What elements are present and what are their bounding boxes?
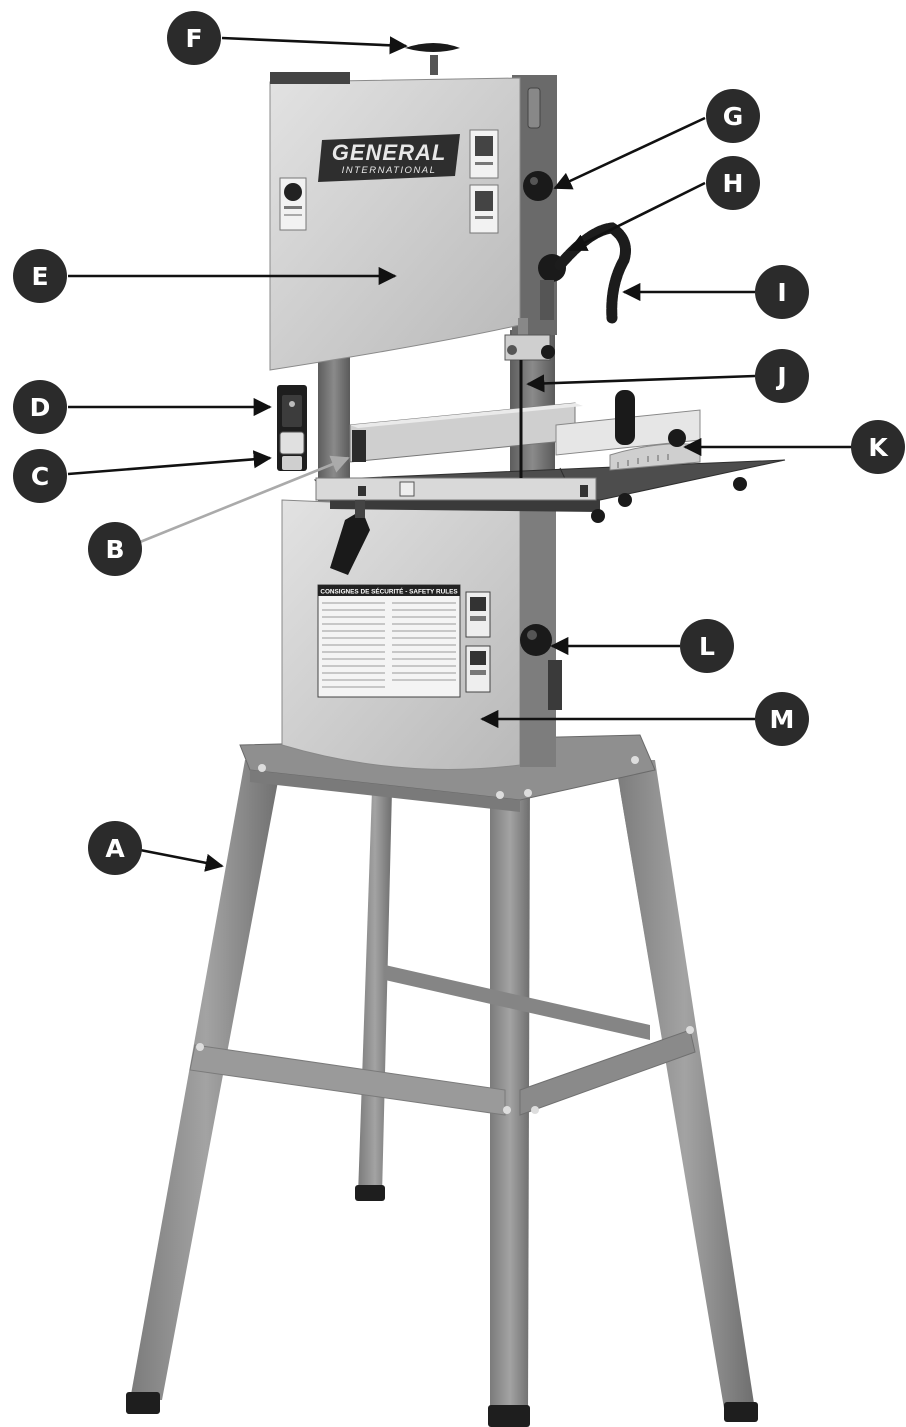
safety-rules-title: CONSIGNES DE SÉCURITÉ - SAFETY RULES (320, 587, 458, 596)
stand-front-leg-right (615, 760, 755, 1410)
callout-g: G (706, 89, 760, 143)
stand-front-leg-center (490, 775, 530, 1415)
callout-c: C (13, 449, 67, 503)
callout-j: J (755, 349, 809, 403)
callout-m: M (755, 692, 809, 746)
stand-brace-back (385, 965, 650, 1040)
callout-line-g (553, 116, 706, 190)
callout-f: F (167, 11, 221, 65)
callout-l: L (680, 619, 734, 673)
power-switch-box (277, 385, 307, 471)
svg-text:E: E (31, 262, 48, 291)
flexible-lamp[interactable] (554, 222, 631, 324)
svg-text:L: L (699, 632, 715, 661)
callout-k: K (851, 420, 905, 474)
warning-sticker (469, 129, 499, 234)
callout-line-a (139, 848, 224, 872)
brand-logo: GENERAL INTERNATIONAL (318, 134, 460, 182)
callout-badges: A B C D E F G H (13, 11, 905, 875)
brand-logo-top: GENERAL (332, 140, 447, 165)
callout-d: D (13, 380, 67, 434)
callout-i: I (755, 265, 809, 319)
stand (126, 734, 758, 1427)
power-switch[interactable] (279, 431, 305, 455)
callout-h: H (706, 156, 760, 210)
stand-foot (488, 1405, 530, 1427)
stand-front-leg-left (130, 760, 282, 1400)
miter-gauge-handle[interactable] (615, 390, 635, 445)
svg-text:I: I (777, 278, 786, 307)
stand-foot (126, 1392, 160, 1414)
miter-gauge[interactable] (555, 390, 701, 471)
lower-wheel-tension-knob[interactable] (520, 624, 552, 656)
svg-text:G: G (723, 102, 744, 131)
blade-guard (518, 318, 528, 348)
svg-text:A: A (105, 834, 125, 863)
svg-text:C: C (31, 462, 49, 491)
blade-tension-handle[interactable] (405, 43, 460, 75)
callout-lines (67, 36, 852, 872)
upper-cabinet: GENERAL INTERNATIONAL (269, 43, 631, 371)
svg-text:K: K (868, 433, 889, 462)
stand-brace-front (189, 1044, 506, 1116)
safety-rules-panel: CONSIGNES DE SÉCURITÉ - SAFETY RULES (317, 584, 461, 698)
stand-foot (355, 1185, 385, 1201)
svg-text:H: H (723, 169, 744, 198)
callout-e: E (13, 249, 67, 303)
safety-key[interactable] (282, 456, 302, 470)
svg-text:M: M (770, 705, 795, 734)
fence-rail (315, 477, 597, 501)
miter-gauge-knob[interactable] (668, 429, 686, 447)
callout-line-c (67, 450, 272, 476)
blade-guide-assembly (504, 318, 555, 478)
svg-text:F: F (185, 24, 202, 53)
lower-cabinet: CONSIGNES DE SÉCURITÉ - SAFETY RULES (281, 499, 562, 770)
svg-text:B: B (105, 535, 124, 564)
callout-a: A (88, 821, 142, 875)
svg-text:D: D (30, 393, 51, 422)
warning-sticker (279, 177, 307, 231)
callout-line-b (139, 455, 350, 544)
fence-lock-handle[interactable] (330, 510, 370, 575)
svg-text:J: J (775, 362, 786, 391)
blade-tracking-knob[interactable] (523, 171, 553, 201)
callout-line-f (221, 36, 408, 55)
work-table (313, 390, 786, 575)
stand-brace-right (519, 1029, 696, 1116)
callout-b: B (88, 522, 142, 576)
callout-line-j (526, 374, 756, 393)
stand-foot (724, 1402, 758, 1422)
stand-back-leg-left (358, 790, 392, 1195)
callout-line-h (568, 181, 706, 252)
brand-logo-bottom: INTERNATIONAL (342, 165, 437, 176)
